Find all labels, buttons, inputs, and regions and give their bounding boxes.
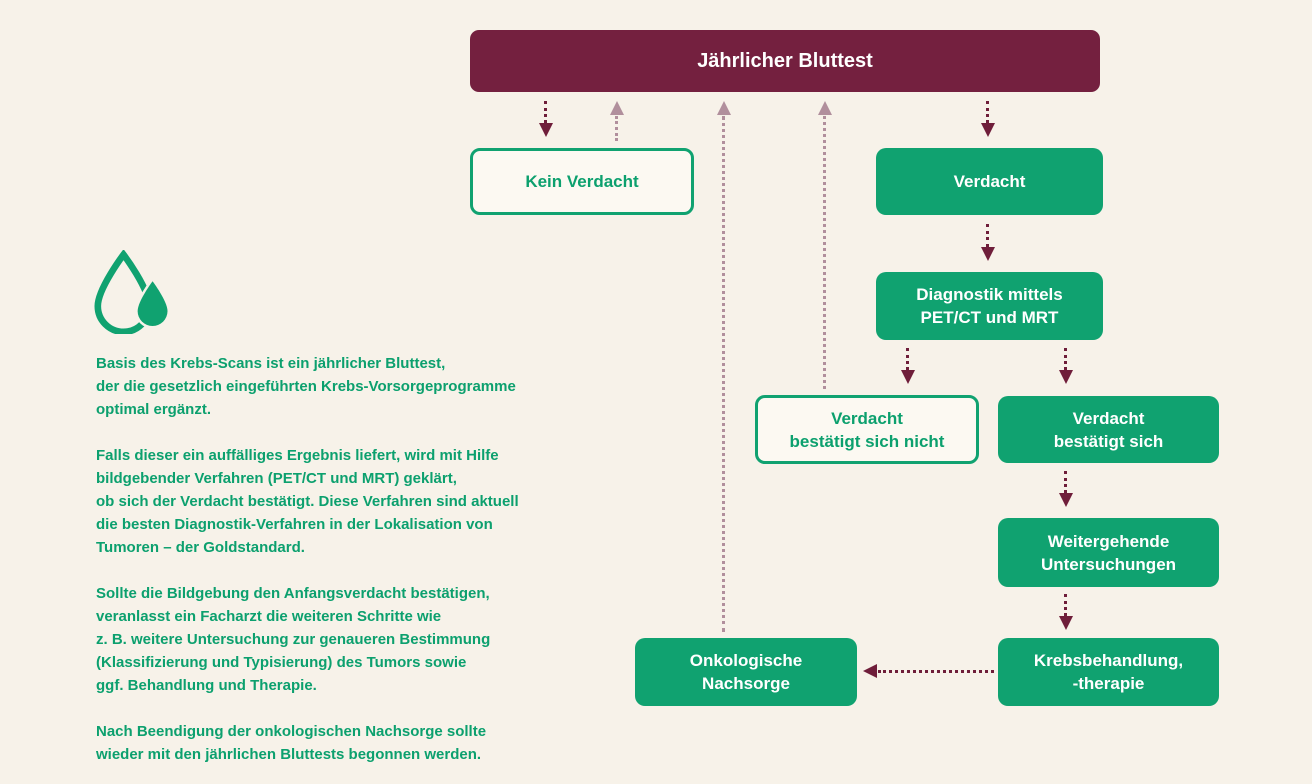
arrow-bluttest-to-kein-verdacht-line — [544, 101, 547, 123]
arrow-verdacht-to-diagnostik-head — [981, 247, 995, 261]
arrow-diagnostik-to-nicht-bestaetigt-line — [906, 348, 909, 370]
arrow-kein-verdacht-to-bluttest-head — [610, 101, 624, 115]
node-krebsbehandlung-therapie: Krebsbehandlung, -therapie — [998, 638, 1219, 706]
info-panel: Basis des Krebs-Scans ist ein jährlicher… — [96, 352, 636, 784]
info-paragraph-nach: Nach Beendigung der onkologischen Nachso… — [96, 723, 487, 763]
node-kein-verdacht: Kein Verdacht — [470, 148, 694, 215]
arrow-diagnostik-to-bestaetigt-head — [1059, 370, 1073, 384]
info-paragraph-basis: Basis des Krebs-Scans ist ein jährlicher… — [96, 355, 516, 418]
arrow-bluttest-to-kein-verdacht-head — [539, 123, 553, 137]
arrow-bestaetigt-to-weitergehende-line — [1064, 471, 1067, 493]
arrow-bluttest-to-verdacht-line — [986, 101, 989, 123]
info-paragraph-falls: Falls dieser ein auffälliges Ergebnis li… — [96, 447, 519, 556]
node-diagnostik-pet-ct-mrt: Diagnostik mittels PET/CT und MRT — [876, 272, 1103, 340]
arrow-bluttest-to-verdacht-head — [981, 123, 995, 137]
arrow-diagnostik-to-nicht-bestaetigt-head — [901, 370, 915, 384]
node-verdacht-bestaetigt-sich: Verdacht bestätigt sich — [998, 396, 1219, 463]
node-verdacht-bestaetigt-sich-nicht: Verdacht bestätigt sich nicht — [755, 395, 979, 464]
node-weitergehende-untersuchungen: Weitergehende Untersuchungen — [998, 518, 1219, 587]
arrow-nicht-bestaetigt-to-bluttest-line — [823, 116, 826, 389]
arrow-weitergehende-to-krebsbehandlung-line — [1064, 594, 1067, 616]
arrow-verdacht-to-diagnostik-line — [986, 224, 989, 247]
node-jaehrlicher-bluttest: Jährlicher Bluttest — [470, 30, 1100, 92]
node-verdacht: Verdacht — [876, 148, 1103, 215]
arrow-diagnostik-to-bestaetigt-line — [1064, 348, 1067, 370]
node-onkologische-nachsorge: Onkologische Nachsorge — [635, 638, 857, 706]
arrow-nachsorge-to-bluttest-line — [722, 116, 725, 632]
blood-drop-icon — [94, 250, 170, 334]
arrow-krebsbehandlung-to-nachsorge-head — [863, 664, 877, 678]
arrow-krebsbehandlung-to-nachsorge-line — [878, 670, 994, 673]
arrow-bestaetigt-to-weitergehende-head — [1059, 493, 1073, 507]
arrow-nicht-bestaetigt-to-bluttest-head — [818, 101, 832, 115]
arrow-weitergehende-to-krebsbehandlung-head — [1059, 616, 1073, 630]
arrow-nachsorge-to-bluttest-head — [717, 101, 731, 115]
info-paragraph-sollte: Sollte die Bildgebung den Anfangsverdach… — [96, 585, 491, 694]
arrow-kein-verdacht-to-bluttest-line — [615, 116, 618, 141]
